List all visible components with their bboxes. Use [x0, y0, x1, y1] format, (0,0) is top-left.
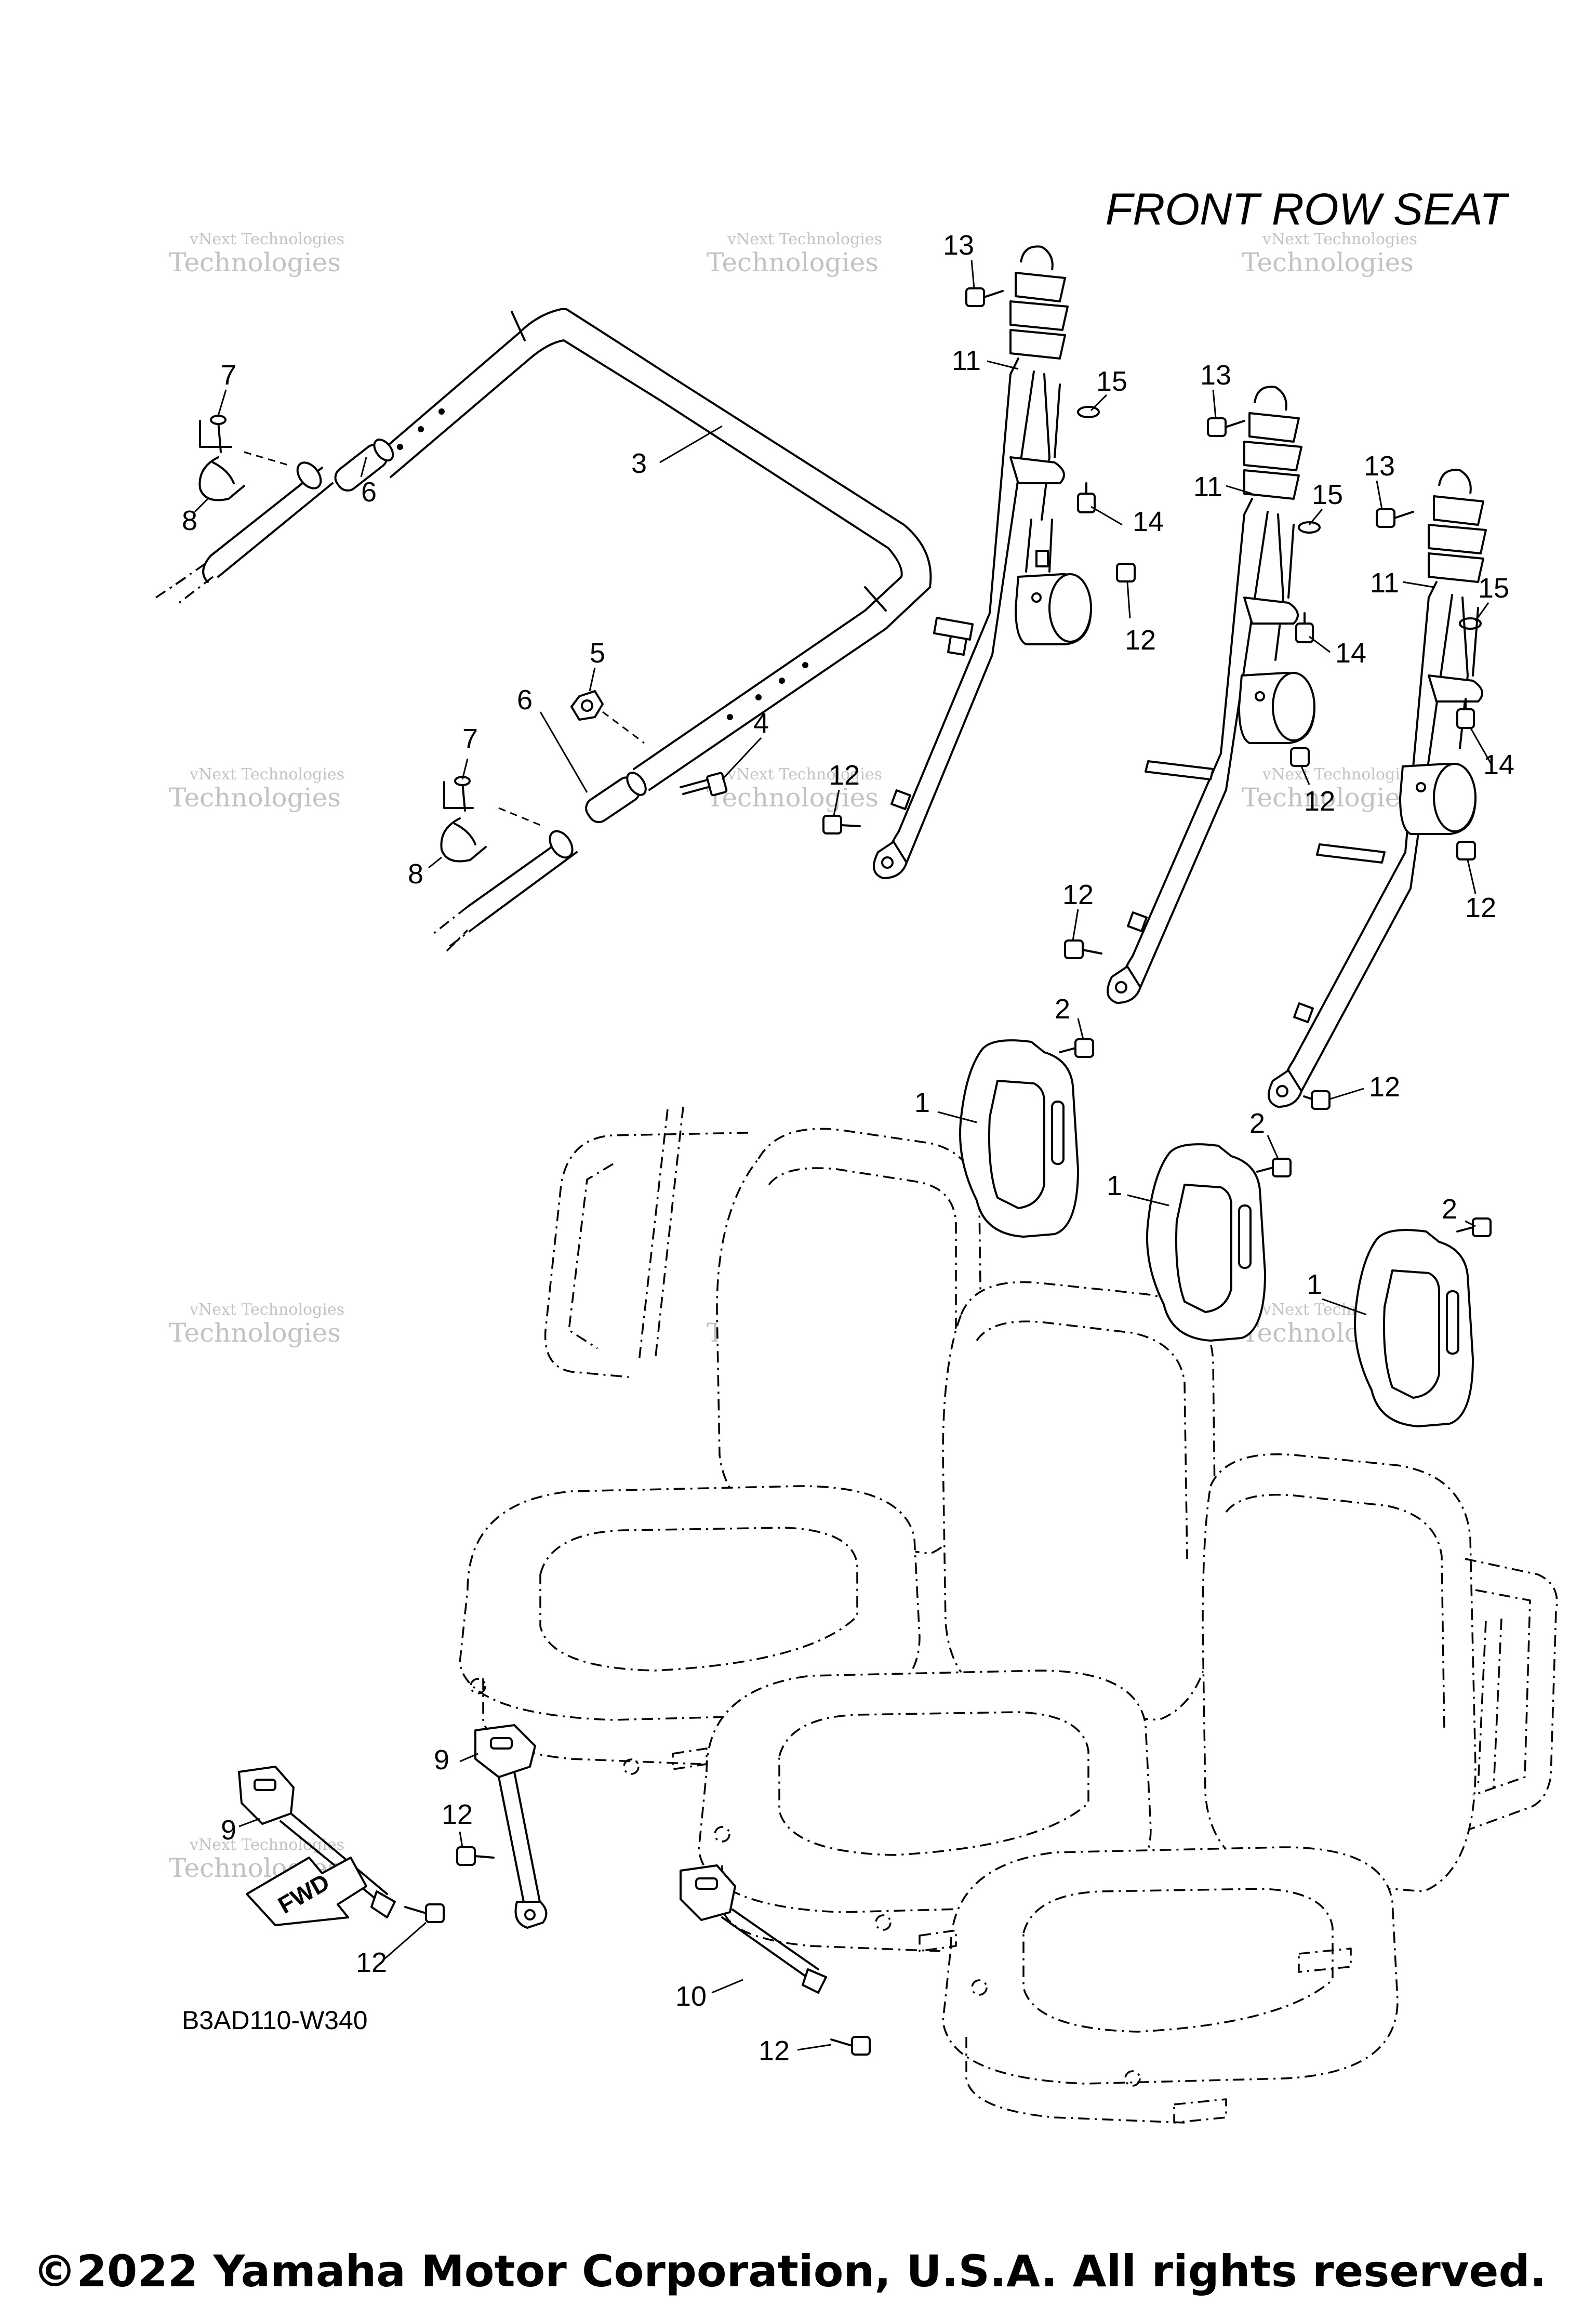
callout-11: 11	[1370, 567, 1399, 599]
pin-clip-lower	[440, 776, 543, 863]
svg-text:Technologies: Technologies	[169, 247, 341, 277]
left-seat-cushion	[459, 1485, 921, 1721]
watermark: vNext Technologies Technologies	[1242, 765, 1417, 813]
callout-15: 15	[1096, 366, 1127, 397]
callout-12: 12	[1304, 786, 1335, 817]
svg-text:vNext Technologies: vNext Technologies	[189, 765, 344, 784]
bolts-lower	[404, 1846, 871, 2056]
seat-belt-left	[873, 245, 1092, 879]
callout-14: 14	[1133, 506, 1164, 537]
right-seat-cushion	[942, 1846, 1399, 2085]
seat-assembly	[459, 1106, 1558, 2124]
callout-12: 12	[1062, 879, 1094, 910]
belt-guide-3	[1354, 1229, 1474, 1427]
callout-2: 2	[1249, 1108, 1265, 1139]
callout-6: 6	[361, 476, 377, 508]
callout-3: 3	[631, 448, 647, 479]
callout-5: 5	[590, 638, 605, 669]
roll-bar	[155, 308, 932, 952]
right-seat-back	[1202, 1453, 1477, 1892]
leader-lines	[194, 259, 1492, 2051]
callout-15: 15	[1478, 573, 1509, 604]
svg-text:Technologies: Technologies	[1242, 247, 1414, 277]
callout-6: 6	[517, 684, 533, 716]
watermark: vNext Technologies Technologies	[169, 765, 344, 813]
diagram-code: B3AD110-W340	[182, 2006, 368, 2035]
callout-11: 11	[952, 345, 981, 376]
sleeve-upper	[334, 439, 394, 492]
callout-13: 13	[1364, 451, 1395, 482]
center-seat-cushion	[698, 1670, 1152, 1913]
callout-12: 12	[1465, 892, 1496, 923]
svg-text:Technologies: Technologies	[169, 783, 341, 813]
callout-2: 2	[1055, 994, 1070, 1025]
callout-10: 10	[675, 1981, 707, 2012]
hardware	[822, 287, 1492, 1237]
svg-text:vNext Technologies: vNext Technologies	[189, 1301, 344, 1319]
callout-1: 1	[1107, 1170, 1122, 1201]
watermark: vNext Technologies Technologies	[1242, 230, 1417, 277]
svg-text:vNext Technologies: vNext Technologies	[1262, 765, 1417, 784]
callout-1: 1	[914, 1087, 930, 1118]
watermark: vNext Technologies Technologies	[707, 230, 882, 277]
callout-2: 2	[1442, 1194, 1457, 1225]
svg-text:vNext Technologies: vNext Technologies	[727, 765, 882, 784]
callout-13: 13	[943, 230, 974, 261]
nut-5	[570, 690, 645, 744]
svg-text:vNext Technologies: vNext Technologies	[189, 230, 344, 248]
belt-guide-2	[1146, 1143, 1266, 1342]
callout-14: 14	[1335, 638, 1366, 669]
svg-text:vNext Technologies: vNext Technologies	[1262, 230, 1417, 248]
pin-clip-upper	[198, 415, 289, 501]
sleeve-lower	[585, 772, 647, 824]
callout-4: 4	[753, 708, 769, 739]
callout-12: 12	[442, 1799, 473, 1830]
seat-belt-center	[1107, 386, 1315, 1004]
fwd-arrow: FWD	[246, 1857, 367, 1926]
callout-12: 12	[1369, 1071, 1400, 1103]
belt-guide-1	[959, 1039, 1079, 1238]
callout-9: 9	[221, 1814, 236, 1846]
callout-15: 15	[1312, 479, 1343, 510]
center-seat-back	[942, 1281, 1217, 1721]
callout-8: 8	[408, 858, 423, 890]
seat-belt-right	[1268, 469, 1487, 1108]
callout-8: 8	[182, 505, 197, 536]
diagram-title: FRONT ROW SEAT	[1106, 184, 1510, 234]
callout-14: 14	[1483, 749, 1514, 780]
watermark: vNext Technologies Technologies	[169, 1301, 344, 1348]
callout-12: 12	[829, 760, 860, 791]
callout-7: 7	[462, 723, 478, 754]
callout-11: 11	[1193, 471, 1222, 502]
copyright-notice: ©2022 Yamaha Motor Corporation, U.S.A. A…	[33, 2246, 1546, 2297]
callout-labels: 3 7 8 6 5 6 4 7 8 13 11 15 14 12 12 13 1…	[182, 230, 1514, 2067]
left-seat-back	[716, 1128, 983, 1555]
svg-text:Technologies: Technologies	[1242, 783, 1414, 813]
callout-9: 9	[434, 1744, 449, 1776]
callout-7: 7	[221, 360, 236, 391]
callout-12: 12	[356, 1947, 387, 1978]
watermark: vNext Technologies Technologies	[169, 230, 344, 277]
bolt-4	[680, 772, 728, 797]
buckle-9-center	[474, 1724, 548, 1929]
svg-text:Technologies: Technologies	[707, 783, 879, 813]
callout-12: 12	[1125, 625, 1156, 656]
svg-text:Technologies: Technologies	[707, 247, 879, 277]
callout-1: 1	[1307, 1269, 1322, 1300]
callout-13: 13	[1200, 360, 1231, 391]
watermark: vNext Technologies Technologies	[707, 765, 882, 813]
svg-text:Technologies: Technologies	[169, 1318, 341, 1348]
buckle-9-left	[238, 1766, 396, 1918]
svg-text:vNext Technologies: vNext Technologies	[727, 230, 882, 248]
callout-12: 12	[759, 2035, 790, 2067]
buckle-10	[680, 1864, 827, 1994]
